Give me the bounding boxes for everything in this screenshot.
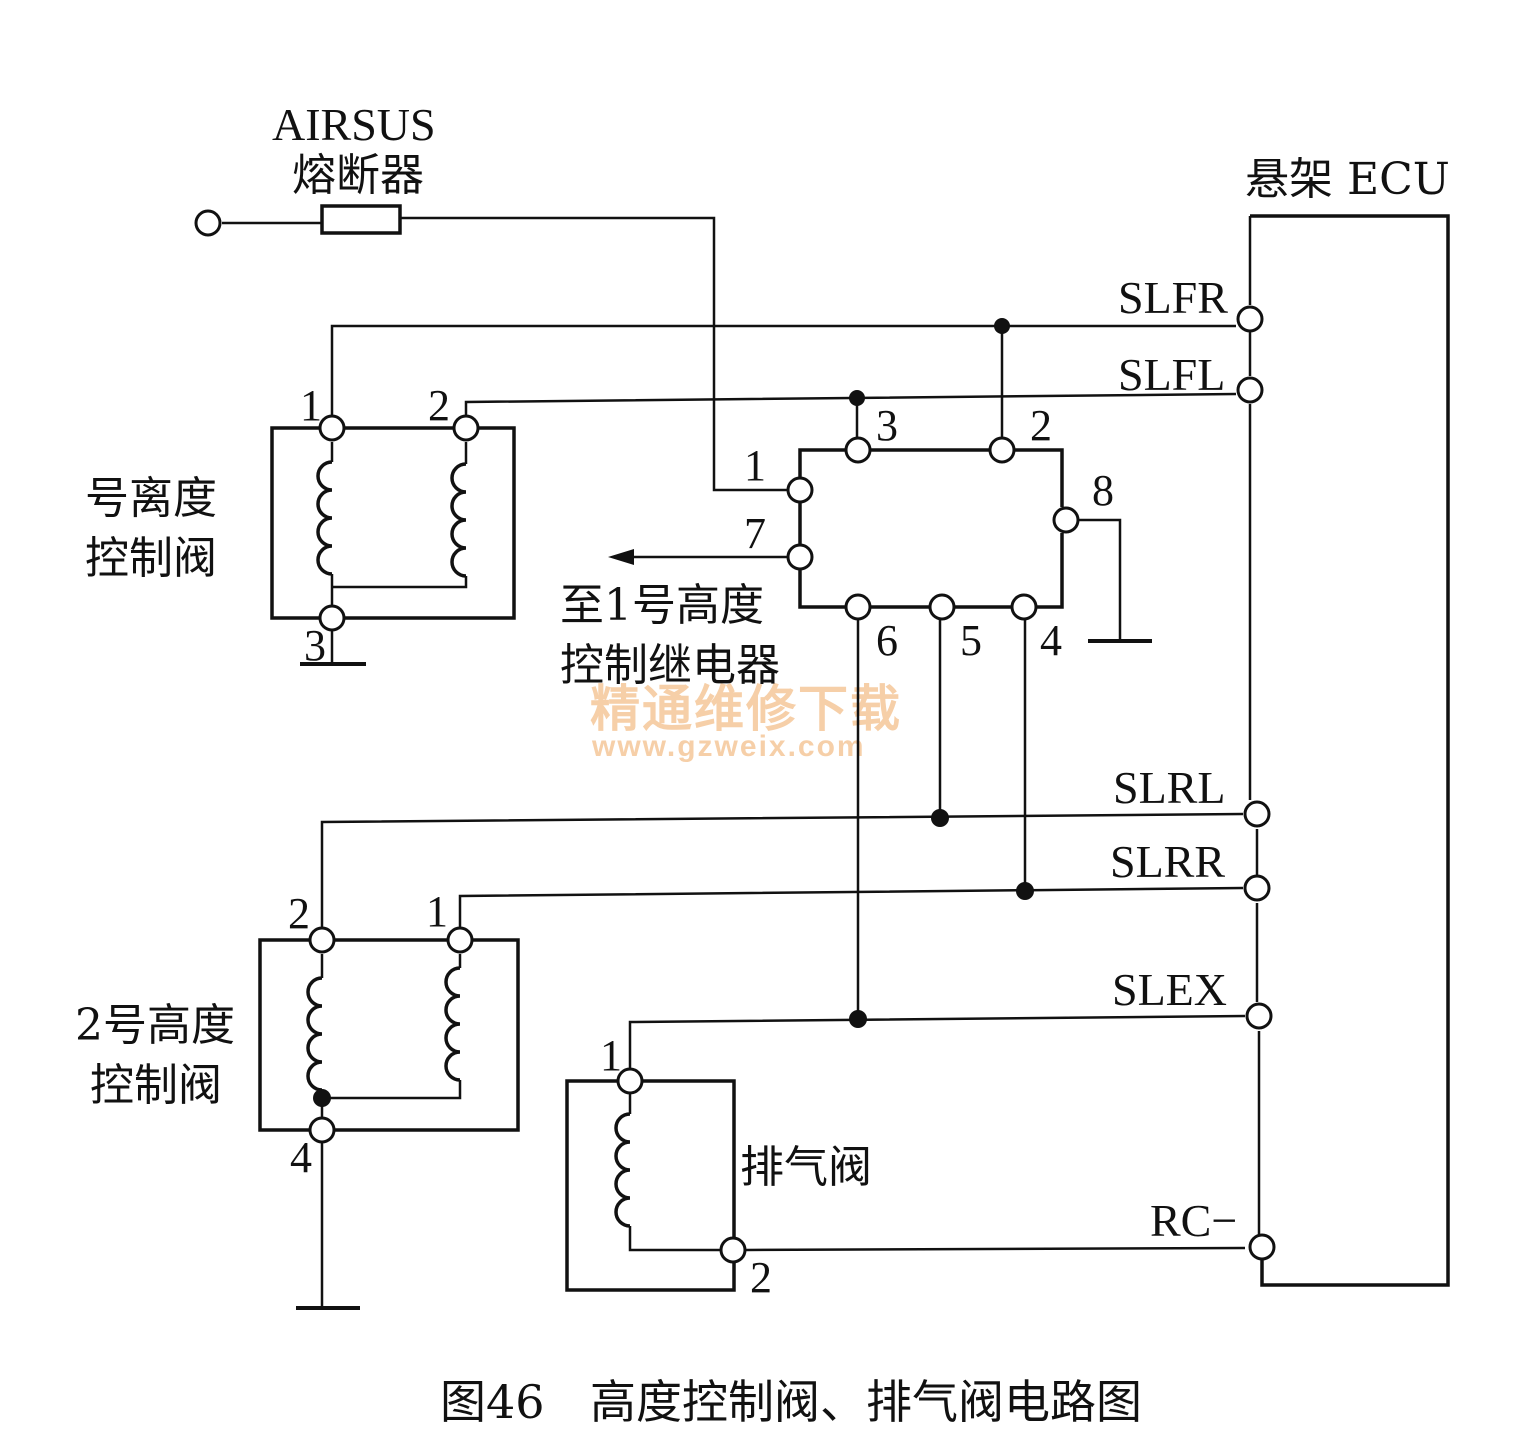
relay-pin-7-label: 7 xyxy=(744,509,766,558)
valve1-pin-2-label: 2 xyxy=(428,381,450,430)
exhaust-valve-pin-1-label: 1 xyxy=(600,1031,622,1080)
figure-caption: 图46 高度控制阀、排气阀电路图 xyxy=(440,1375,1142,1429)
ecu-pin-slrr-label: SLRR xyxy=(1110,836,1225,887)
junction-slfr xyxy=(994,318,1010,334)
relay-arrow-label-line2: 控制继电器 xyxy=(560,640,780,691)
exhaust-valve: 1 2 排气阀 xyxy=(565,1031,872,1302)
valve1-pin-3-label: 3 xyxy=(304,621,326,670)
valve2-pin-2 xyxy=(308,926,336,954)
ecu-terminal-slfl xyxy=(1236,376,1264,404)
relay-pin-1-label: 1 xyxy=(744,441,766,490)
wiring xyxy=(320,324,1246,1252)
valve2-pin-4-label: 4 xyxy=(290,1133,312,1182)
junction-slex xyxy=(849,1010,867,1028)
watermark-title: 精通维修下载 xyxy=(590,680,902,738)
ecu-terminal-slrr xyxy=(1243,874,1271,902)
valve2-pin-2-label: 2 xyxy=(288,889,310,938)
ecu-terminals xyxy=(1236,305,1276,1261)
exhaust-valve-coil xyxy=(614,1112,631,1228)
relay-pin-3 xyxy=(844,436,872,464)
valve1-pin-3 xyxy=(318,604,346,632)
relay-pin-5-label: 5 xyxy=(960,616,982,665)
valve1-label-line1: 号离度 xyxy=(85,473,217,524)
valve1-pin-1-label: 1 xyxy=(300,381,322,430)
watermark-url: www.gzweix.com xyxy=(591,730,866,763)
relay-pin-6-label: 6 xyxy=(876,616,898,665)
valve2-coil-left xyxy=(306,976,323,1092)
valve1-pin-1 xyxy=(318,414,346,442)
valve2-pin-4 xyxy=(308,1116,336,1144)
ecu-pin-slex-label: SLEX xyxy=(1112,964,1227,1015)
valve2-pin-1 xyxy=(446,926,474,954)
height-control-valve-1: 1 2 3 号离度 控制阀 xyxy=(85,381,516,670)
valve1-coil-left xyxy=(316,460,333,576)
battery-terminal xyxy=(194,209,222,237)
exhaust-valve-pin-2-label: 2 xyxy=(750,1253,772,1302)
caption-figure-number: 图46 xyxy=(440,1375,545,1429)
relay-pin-2-label: 2 xyxy=(1030,401,1052,450)
relay-pin-8-label: 8 xyxy=(1092,466,1114,515)
relay-pin-4-label: 4 xyxy=(1040,616,1062,665)
valve2-junction-dot xyxy=(313,1089,331,1107)
relay-arrow-label-line1: 至1号高度 xyxy=(560,580,764,631)
relay-pin-3-label: 3 xyxy=(876,401,898,450)
valve1-coil-right xyxy=(450,462,467,578)
ecu-title: 悬架 ECU xyxy=(1245,154,1450,205)
airsus-fuse: AIRSUS 熔断器 xyxy=(194,99,788,492)
ecu-terminal-slex xyxy=(1245,1002,1273,1030)
valve2-label-line2: 控制阀 xyxy=(90,1060,222,1111)
ecu-terminal-slrl xyxy=(1243,800,1271,828)
valve2-label-line1: 2号高度 xyxy=(75,1000,235,1051)
junction-slrr xyxy=(1016,882,1034,900)
exhaust-valve-label: 排气阀 xyxy=(740,1142,872,1193)
exhaust-valve-pin-2 xyxy=(719,1236,747,1264)
suspension-ecu: 悬架 ECU SLFR SLFL SLRL SLRR SLEX RC− xyxy=(1110,154,1450,1287)
ecu-pin-slfl-label: SLFL xyxy=(1118,349,1225,400)
valve2-pin-1-label: 1 xyxy=(426,887,448,936)
caption-title: 高度控制阀、排气阀电路图 xyxy=(590,1375,1142,1429)
fuse-name: AIRSUS xyxy=(272,99,436,150)
valve1-pin-2 xyxy=(452,414,480,442)
relay-pin-2 xyxy=(988,436,1016,464)
fuse-label: 熔断器 xyxy=(292,150,424,201)
ecu-terminal-rc xyxy=(1248,1233,1276,1261)
fuse-body xyxy=(320,204,402,235)
relay-pin-7 xyxy=(786,543,814,571)
relay-pin-4 xyxy=(1010,593,1038,621)
junction-slrl xyxy=(931,809,949,827)
valve2-coil-right xyxy=(444,966,461,1082)
ecu-terminal-slfr xyxy=(1236,305,1264,333)
relay-pin-6 xyxy=(844,593,872,621)
junction-slfl xyxy=(849,390,865,406)
ecu-pin-rc-label: RC− xyxy=(1150,1195,1237,1246)
junctions xyxy=(849,318,1034,1028)
relay-pin-8 xyxy=(1052,506,1080,534)
exhaust-valve-pin-1 xyxy=(616,1067,644,1095)
height-control-valve-2: 2 1 4 2号高度 控制阀 xyxy=(75,887,520,1310)
relay-pin-5 xyxy=(928,593,956,621)
relay-pin-1 xyxy=(786,476,814,504)
height-control-relay: 1 2 3 4 5 6 7 8 至1号高度 控制继电器 xyxy=(560,401,1152,691)
valve1-label-line2: 控制阀 xyxy=(85,533,217,584)
ecu-pin-slfr-label: SLFR xyxy=(1118,272,1228,323)
ecu-pin-slrl-label: SLRL xyxy=(1113,762,1225,813)
